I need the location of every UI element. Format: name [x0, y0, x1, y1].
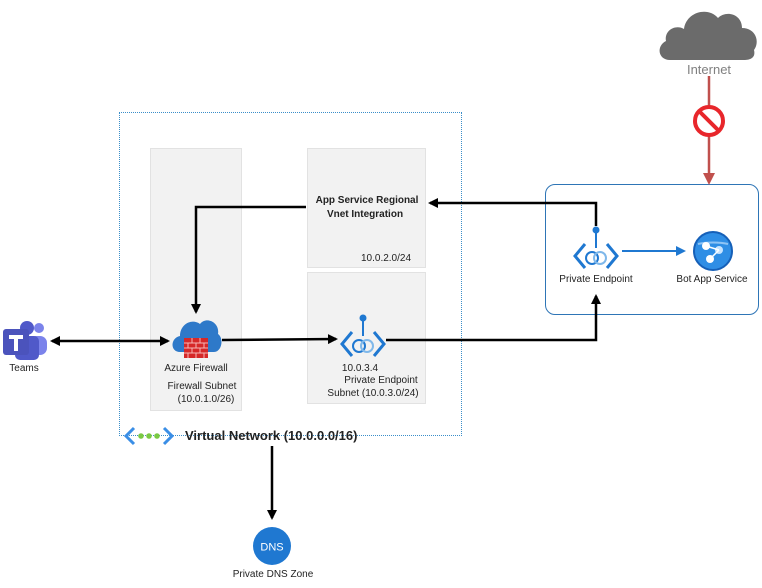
pe-subnet-to-private-endpoint-link [386, 294, 601, 342]
integration-subnet-label-line2: Vnet Integration [326, 209, 404, 220]
private-endpoint-icon [573, 226, 619, 269]
teams-label: Teams [9, 363, 39, 374]
pe-subnet-label-line1: Private Endpoint [344, 375, 418, 386]
cloud-icon [659, 11, 757, 61]
teams-icon [3, 321, 47, 360]
app-service-group [545, 184, 759, 315]
virtual-network-icon [124, 426, 174, 446]
blocked-icon [693, 105, 725, 137]
internet-label: Internet [686, 62, 732, 77]
firewall-icon [172, 320, 222, 358]
integration-subnet-label-line1: App Service Regional [315, 195, 419, 206]
private-endpoint-to-integration-link [428, 198, 598, 226]
pe-subnet-label-line2: Subnet (10.0.3.0/24) [327, 388, 419, 399]
bot-app-service-label: Bot App Service [676, 274, 748, 285]
integration-subnet-cidr: 10.0.2.0/24 [360, 253, 412, 264]
firewall-label: Azure Firewall [164, 363, 228, 374]
app-service-integration-subnet [307, 148, 426, 268]
pe-ip-label: 10.0.3.4 [341, 363, 379, 374]
virtual-network-label: Virtual Network (10.0.0.0/16) [185, 428, 358, 443]
firewall-subnet-label: Firewall Subnet [167, 381, 237, 392]
dns-zone-icon: DNS [253, 527, 291, 565]
private-endpoint-icon [340, 314, 386, 357]
private-endpoint-label: Private Endpoint [559, 274, 633, 285]
app-service-icon [693, 231, 733, 271]
firewall-to-pe-link [221, 334, 338, 345]
virtual-network-boundary [119, 112, 462, 436]
dns-zone-label: Private DNS Zone [232, 569, 314, 580]
dns-icon-text: DNS [260, 542, 283, 554]
firewall-subnet-cidr: (10.0.1.0/26) [177, 394, 235, 405]
integration-to-firewall-link [191, 205, 306, 314]
